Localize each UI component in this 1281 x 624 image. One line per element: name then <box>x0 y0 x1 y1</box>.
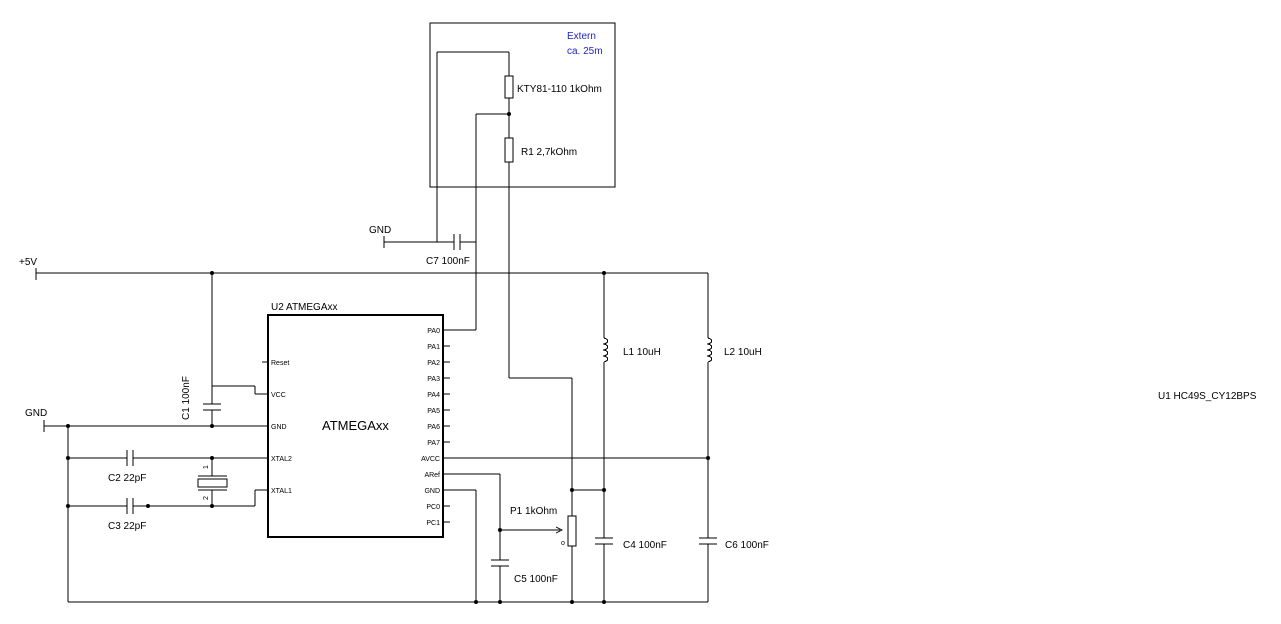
chip-ref-label: U2 ATMEGAxx <box>271 302 338 313</box>
resistor-r1: R1 2,7kOhm <box>504 137 577 163</box>
r1-label: R1 2,7kOhm <box>521 147 577 158</box>
junction-dot <box>498 600 502 604</box>
u1-label: U1 HC49S_CY12BPS <box>1158 391 1257 402</box>
capacitor-c3: C3 22pF <box>68 489 268 532</box>
pin-pa7: PA7 <box>427 440 440 447</box>
junction-dot <box>146 504 150 508</box>
potentiometer-p1: P1 1kOhm o <box>510 506 577 602</box>
inductor-l1: L1 10uH <box>602 273 661 538</box>
p1-label: P1 1kOhm <box>510 506 557 517</box>
pin-xtal1: XTAL1 <box>271 488 292 495</box>
c1-label: C1 100nF <box>181 376 192 420</box>
capacitor-c6: C6 100nF <box>699 537 769 602</box>
c7-label: C7 100nF <box>426 256 470 267</box>
pin-gnd-right: GND <box>424 488 440 495</box>
capacitor-c2: C2 22pF <box>68 450 268 484</box>
pin-xtal2: XTAL2 <box>271 456 292 463</box>
l2-label: L2 10uH <box>724 347 762 358</box>
pin-reset: Reset <box>271 360 289 367</box>
gnd-left-label: GND <box>25 408 47 419</box>
pin-pa1: PA1 <box>427 344 440 351</box>
c6-label: C6 100nF <box>725 540 769 551</box>
junction-dot <box>602 600 606 604</box>
pin-pa0: PA0 <box>427 328 440 335</box>
gnd-symbol-left: GND <box>25 408 268 432</box>
kty-sensor: KTY81-110 1kOhm <box>437 51 602 138</box>
vcc-rail: +5V <box>19 257 708 280</box>
chip-name-label: ATMEGAxx <box>322 418 389 433</box>
capacitor-c5: C5 100nF <box>491 559 558 602</box>
c2-label: C2 22pF <box>108 473 146 484</box>
microcontroller-u2: U2 ATMEGAxx ATMEGAxx Reset VCC GND XTAL2… <box>262 302 450 538</box>
junction-dot <box>570 600 574 604</box>
pin-vcc: VCC <box>271 392 286 399</box>
extern-label: Extern <box>567 31 596 42</box>
capacitor-c4: C4 100nF <box>595 537 667 602</box>
crystal-pin1: 1 <box>203 465 210 469</box>
pot-mark: o <box>561 540 565 547</box>
pin-pc0: PC0 <box>426 504 440 511</box>
gnd-symbol-top: GND <box>369 225 454 248</box>
pin-gnd-left: GND <box>271 424 287 431</box>
capacitor-c1: C1 100nF <box>181 376 221 426</box>
vcc-label: +5V <box>19 257 37 268</box>
pin-pc1: PC1 <box>426 520 440 527</box>
c4-label: C4 100nF <box>623 540 667 551</box>
pin-pa2: PA2 <box>427 360 440 367</box>
c5-label: C5 100nF <box>514 574 558 585</box>
crystal: 1 2 <box>197 458 228 506</box>
junction-dot <box>474 600 478 604</box>
extern-length-label: ca. 25m <box>567 46 603 57</box>
pin-aref: ARef <box>424 472 440 479</box>
kty-label: KTY81-110 1kOhm <box>517 84 602 95</box>
pin-avcc: AVCC <box>421 456 440 463</box>
pin-pa4: PA4 <box>427 392 440 399</box>
l1-label: L1 10uH <box>623 347 661 358</box>
crystal-pin2: 2 <box>203 496 210 500</box>
pin-pa6: PA6 <box>427 424 440 431</box>
inductor-l2: L2 10uH <box>706 273 762 538</box>
extern-box <box>429 22 616 188</box>
gnd-top-label: GND <box>369 225 391 236</box>
pin-pa3: PA3 <box>427 376 440 383</box>
pin-pa5: PA5 <box>427 408 440 415</box>
capacitor-c7: C7 100nF <box>426 234 476 267</box>
c3-label: C3 22pF <box>108 521 146 532</box>
